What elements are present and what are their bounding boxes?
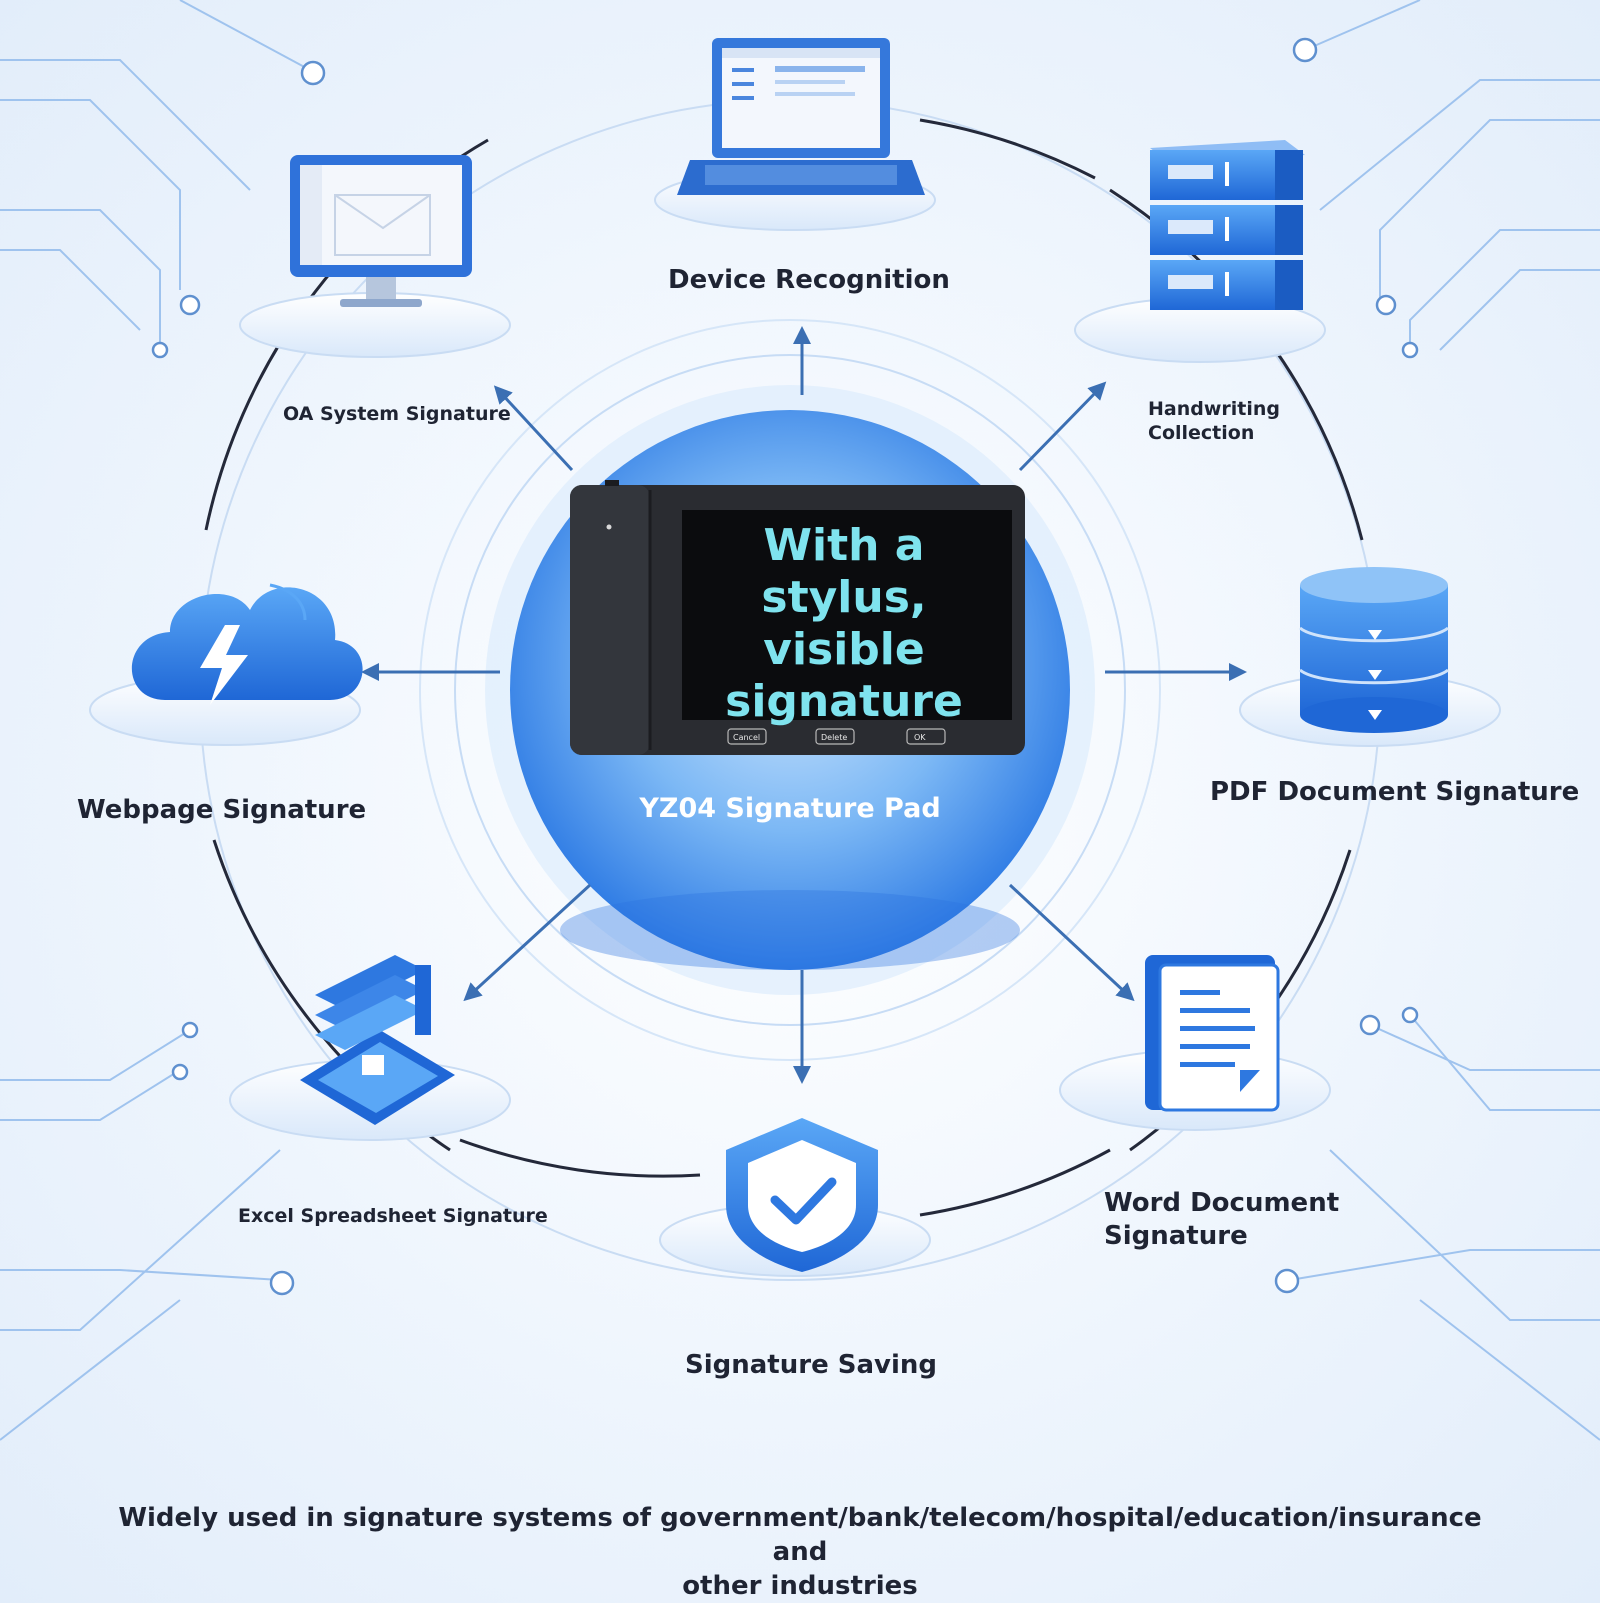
label-signature-saving: Signature Saving bbox=[685, 1350, 938, 1380]
monitor-icon bbox=[290, 155, 472, 307]
label-webpage-signature: Webpage Signature bbox=[77, 795, 367, 825]
label-word-line1: Word Document bbox=[1104, 1188, 1340, 1218]
footer-line-2: other industries bbox=[682, 1570, 918, 1601]
pad-delete-button: Delete bbox=[815, 728, 855, 745]
label-handwriting-line2: Collection bbox=[1148, 421, 1255, 444]
label-pdf-document-signature: PDF Document Signature bbox=[1210, 777, 1580, 807]
pad-delete-label: Delete bbox=[821, 733, 847, 742]
circuit-nodes bbox=[151, 37, 1419, 1296]
label-device-recognition: Device Recognition bbox=[668, 265, 950, 295]
label-excel-spreadsheet-signature: Excel Spreadsheet Signature bbox=[238, 1205, 548, 1227]
power-led-icon bbox=[606, 524, 612, 530]
circuit-lines bbox=[0, 0, 1600, 1441]
footer-text: Widely used in signature systems of gove… bbox=[100, 1502, 1500, 1603]
pad-screen-text: With a stylus, visible signature bbox=[725, 520, 963, 727]
signature-pad-device: Cancel Delete OK bbox=[570, 480, 1025, 755]
pad-ok-button: OK bbox=[906, 728, 946, 745]
shield-check-icon bbox=[726, 1118, 878, 1272]
database-icon bbox=[1299, 567, 1449, 733]
connectors bbox=[361, 326, 1247, 1084]
pad-cancel-label: Cancel bbox=[733, 733, 760, 742]
laptop-icon bbox=[677, 38, 925, 195]
label-handwriting-line1: Handwriting bbox=[1148, 398, 1281, 420]
cloud-lightning-icon bbox=[131, 583, 363, 705]
footer-line-1: Widely used in signature systems of gove… bbox=[118, 1503, 1482, 1567]
device-name: YZ04 Signature Pad bbox=[639, 793, 941, 824]
label-word-document-signature: Word Document Signature bbox=[1104, 1187, 1339, 1252]
label-handwriting-collection: Handwriting Collection bbox=[1148, 398, 1280, 446]
pad-cancel-button: Cancel bbox=[727, 728, 767, 745]
document-stack-icon bbox=[300, 955, 455, 1125]
pad-screen bbox=[682, 510, 1012, 720]
pad-ok-label: OK bbox=[914, 733, 926, 742]
word-document-icon bbox=[1145, 955, 1280, 1112]
label-word-line2: Signature bbox=[1104, 1220, 1248, 1251]
label-oa-system-signature: OA System Signature bbox=[283, 403, 511, 425]
server-icon bbox=[1150, 140, 1305, 310]
